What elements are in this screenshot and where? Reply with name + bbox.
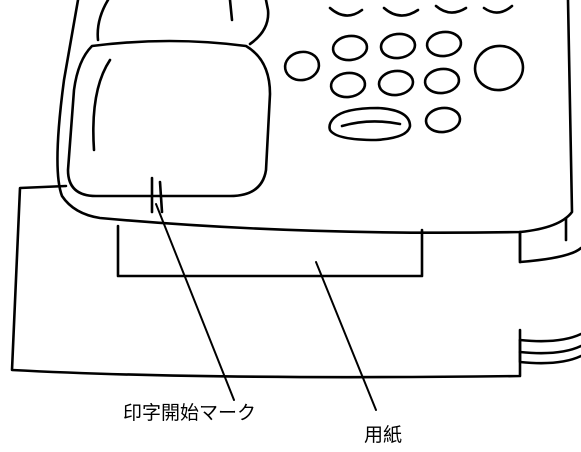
print-start-mark-label: 印字開始マーク [123,402,257,424]
leader-lines [155,203,377,411]
paper-label: 用紙 [364,424,403,446]
print-start-window [116,224,424,278]
leader-paper [315,261,377,411]
handset [66,0,272,214]
keypad [283,4,525,142]
leader-print-start-mark [155,203,235,401]
device-body [56,0,581,365]
